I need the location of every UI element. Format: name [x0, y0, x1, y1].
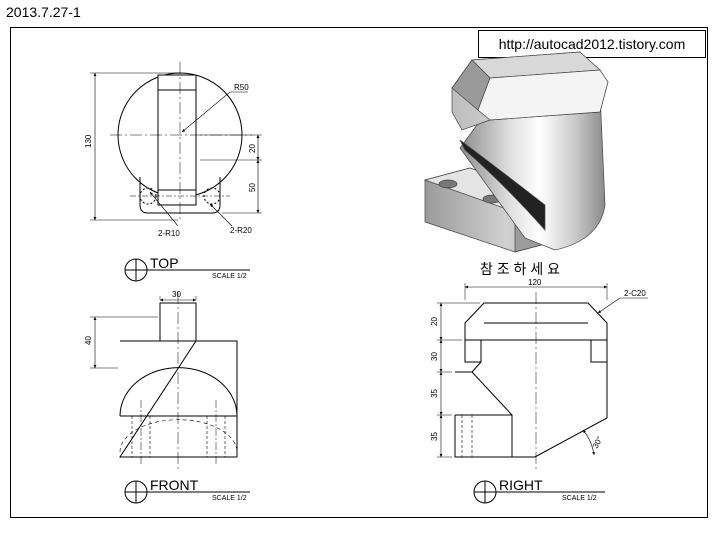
- dim-130: 130: [84, 134, 93, 148]
- dim-right-35b: 35: [430, 432, 439, 441]
- front-view-scale: SCALE 1/2: [212, 495, 247, 502]
- dim-120: 120: [528, 278, 542, 287]
- iso-caption: 참 조 하 세 요: [480, 261, 560, 277]
- front-view-title: FRONT: [150, 477, 199, 493]
- iso-cut-shadow: [459, 139, 546, 231]
- dim-2-c20: 2-C20: [624, 289, 646, 298]
- dim-right-20: 20: [430, 317, 439, 326]
- front-view: [90, 292, 238, 472]
- iso-hole-icon: [438, 179, 458, 189]
- front-view-body: [119, 340, 238, 458]
- right-view-title: RIGHT: [499, 477, 543, 493]
- dim-50: 50: [248, 183, 257, 192]
- right-view-label: [473, 480, 605, 504]
- front-view-arc: [119, 367, 238, 417]
- dim-2-r20: 2-R20: [230, 226, 252, 235]
- drawing-border: [10, 27, 708, 518]
- dim-20: 20: [248, 144, 257, 153]
- dim-30: 30: [172, 290, 181, 299]
- dim-right-30: 30: [430, 352, 439, 361]
- dim-r50: R50: [234, 83, 249, 92]
- front-view-label: [124, 480, 250, 504]
- right-view: [437, 283, 648, 470]
- top-view-scale: SCALE 1/2: [212, 273, 247, 280]
- right-view-notch: [455, 361, 482, 373]
- drawing-date: 2013.7.27-1: [6, 4, 81, 20]
- dim-40: 40: [84, 336, 93, 345]
- dim-2-r10: 2-R10: [158, 229, 180, 238]
- top-view: [90, 62, 262, 227]
- iso-cylinder: [459, 91, 606, 251]
- dim-right-35a: 35: [430, 389, 439, 398]
- right-view-scale: SCALE 1/2: [562, 495, 597, 502]
- isometric-model: [423, 51, 609, 253]
- top-view-title: TOP: [150, 255, 179, 271]
- dim-angle-30: 30°: [591, 435, 605, 450]
- top-view-rib: [157, 74, 197, 206]
- url-label: http://autocad2012.tistory.com: [478, 30, 706, 58]
- right-view-taper: [512, 362, 608, 458]
- top-view-label: [124, 258, 250, 282]
